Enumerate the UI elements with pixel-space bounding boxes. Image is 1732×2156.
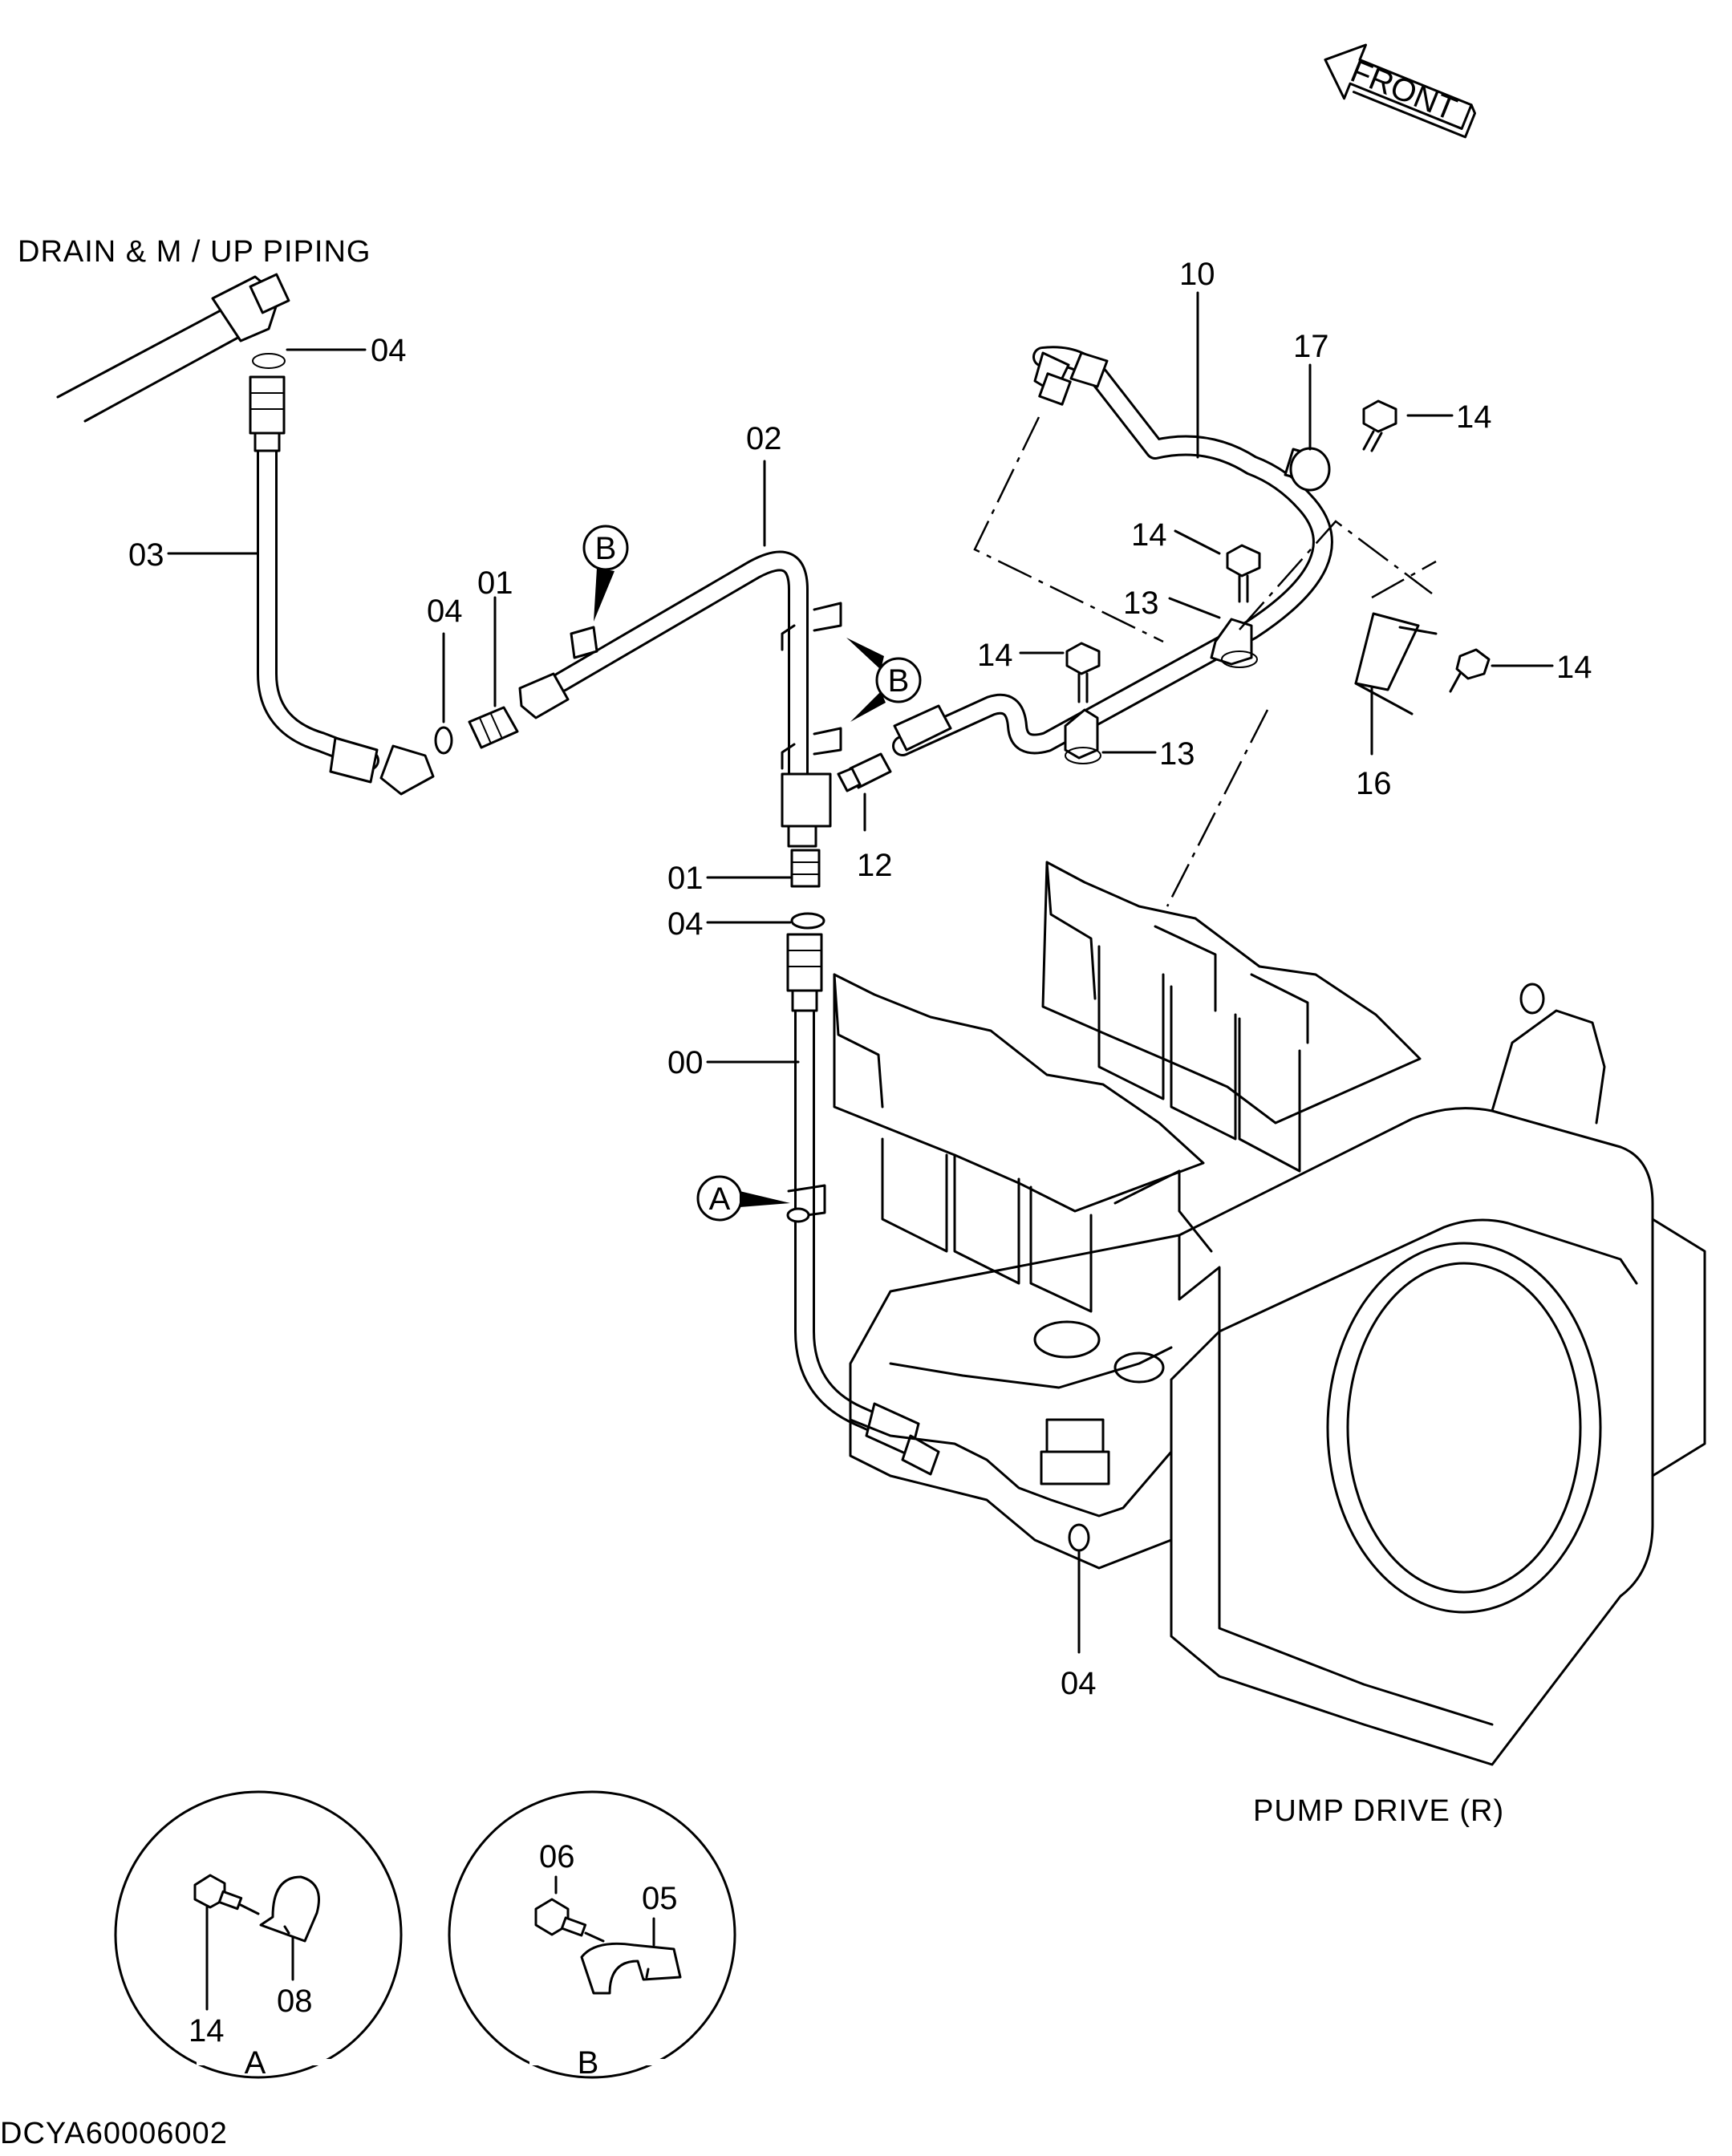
svg-text:B: B — [888, 663, 910, 699]
pipe-10 — [892, 346, 1333, 756]
label-leaders — [167, 291, 1554, 1654]
label-04-left: 04 — [427, 594, 463, 629]
o-ring-04-mid — [790, 912, 825, 930]
detail-b-part-05: 05 — [642, 1881, 678, 1916]
detail-b-title: B — [578, 2045, 599, 2081]
ref-callout-b-top: B — [582, 525, 629, 622]
bolt-14-left — [1065, 642, 1101, 703]
adapter-01-lower — [790, 849, 821, 888]
pump-drive — [833, 861, 1706, 1766]
label-04-mid: 04 — [667, 906, 704, 942]
detail-view-a: A 14 08 — [114, 1790, 403, 2081]
detail-view-b: B 06 05 — [448, 1790, 736, 2081]
caption-drain-piping: DRAIN & M / UP PIPING — [18, 235, 371, 269]
detail-a-part-14: 14 — [189, 2013, 225, 2049]
bracket-16 — [1354, 612, 1438, 715]
label-14-left: 14 — [977, 638, 1013, 673]
grommet-17 — [1289, 447, 1331, 492]
clamp-13-right — [1210, 618, 1258, 668]
label-13-lower: 13 — [1159, 736, 1195, 772]
assembly-leaders — [973, 416, 1437, 907]
front-arrow-label: FRONT — [1346, 54, 1462, 128]
part-labels: 04 03 04 01 02 10 17 14 14 13 14 14 13 1… — [128, 257, 1592, 1701]
pipe-00 — [786, 933, 940, 1476]
front-arrow: FRONT — [1324, 43, 1476, 139]
label-14-right: 14 — [1556, 650, 1592, 685]
detail-a-title: A — [245, 2045, 266, 2081]
label-00: 00 — [667, 1045, 704, 1080]
label-02: 02 — [746, 421, 782, 456]
bolt-14-top — [1362, 399, 1397, 452]
label-01-left: 01 — [477, 565, 513, 601]
label-04-top: 04 — [371, 333, 407, 368]
drawing-number: DCYA60006002 — [0, 2117, 228, 2150]
caption-pump-drive: PUMP DRIVE (R) — [1253, 1794, 1504, 1828]
label-04-bottom: 04 — [1061, 1666, 1097, 1701]
detail-b-part-06: 06 — [539, 1839, 575, 1874]
bolt-14-mid — [1226, 544, 1261, 603]
ref-callout-a: A — [696, 1175, 790, 1222]
o-ring-04-left — [434, 726, 453, 755]
label-03: 03 — [128, 537, 164, 573]
fitting-12 — [837, 752, 892, 792]
label-14-mid: 14 — [1131, 517, 1167, 553]
svg-text:A: A — [709, 1181, 731, 1217]
svg-text:B: B — [595, 531, 617, 566]
label-13-mid: 13 — [1123, 586, 1159, 621]
drain-manifold-pipe — [56, 273, 290, 423]
label-01-lower: 01 — [667, 861, 704, 896]
label-17: 17 — [1293, 329, 1329, 364]
label-10: 10 — [1179, 257, 1215, 292]
ref-callout-b-right: B — [846, 638, 922, 722]
label-14-top: 14 — [1456, 399, 1492, 435]
label-12: 12 — [857, 848, 893, 883]
label-16: 16 — [1356, 766, 1392, 801]
pipe-02 — [518, 550, 842, 848]
bolt-14-right — [1449, 648, 1491, 693]
adapter-01-left — [468, 706, 519, 749]
pipe-03 — [249, 375, 435, 796]
o-ring-04-bottom — [1068, 1523, 1090, 1552]
clamp-13-lower — [1064, 708, 1101, 764]
detail-a-part-08: 08 — [277, 1984, 313, 2019]
